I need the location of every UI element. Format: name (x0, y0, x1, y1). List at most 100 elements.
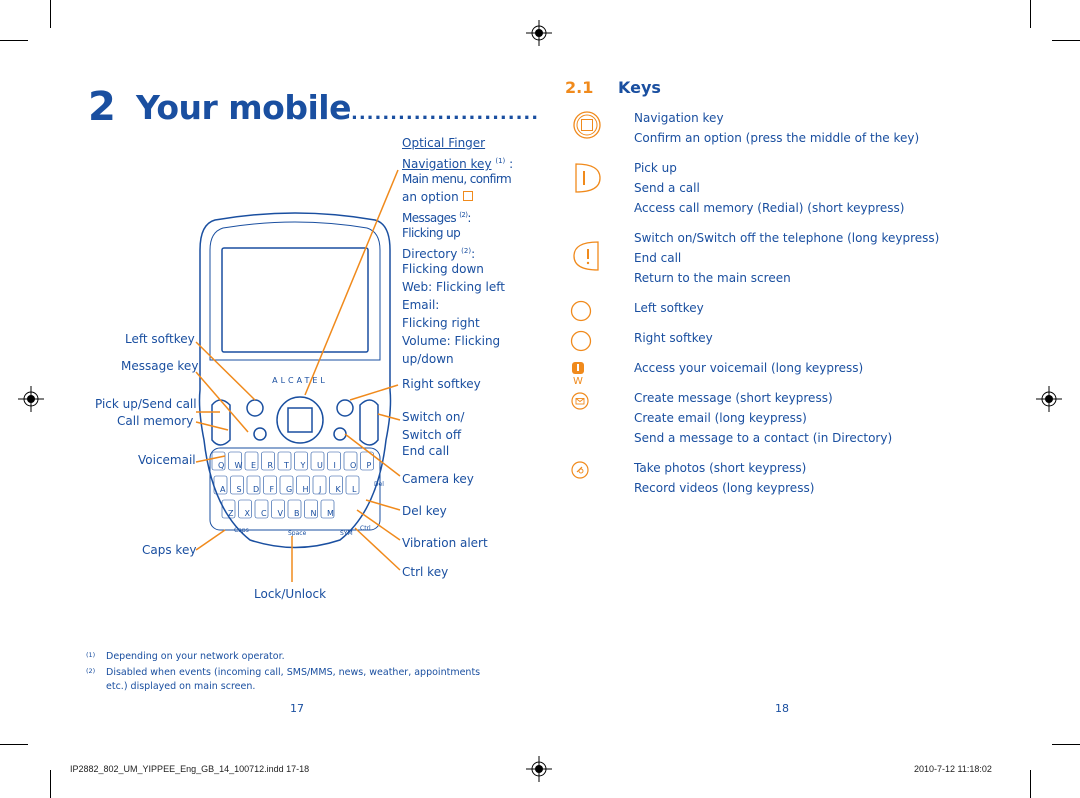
page-number-left: 17 (290, 702, 304, 715)
keyboard-key (261, 451, 275, 471)
keyboard-special-label: Space (288, 530, 307, 537)
keyboard-key-letter: C (261, 509, 267, 518)
keyboard-special-label: Caps (234, 527, 249, 534)
keyboard-key-letter: W (235, 461, 243, 470)
camera-key-icon (571, 461, 589, 479)
keyboard-key (211, 451, 226, 471)
callout-vibration-alert: Vibration alert (402, 536, 488, 550)
callout-volume: Volume: Flicking (402, 334, 501, 348)
key-right-softkey-line: Right softkey (634, 331, 713, 345)
voicemail-key-icon (572, 362, 584, 374)
callout-left-softkey: Left softkey (125, 332, 195, 346)
callout-messages-colon: : (467, 211, 471, 225)
chapter-title-text: Your mobile (136, 88, 351, 127)
keyboard-key-letter: I (334, 461, 336, 470)
callout-switch-off: Switch off (402, 428, 462, 442)
keyboard-key-letter: Y (300, 461, 306, 470)
chapter-number: 2 (88, 84, 116, 130)
key-endcall-line-2: End call (634, 251, 682, 265)
key-camera-line-1: Take photos (short keypress) (634, 461, 807, 475)
registration-mark-bottom-icon (526, 756, 552, 782)
keyboard-key-letter: P (367, 461, 372, 470)
callout-web: Web: Flicking left (402, 280, 505, 294)
keyboard-key (244, 451, 259, 471)
keyboard-key (320, 499, 335, 519)
navigation-key-icon (573, 111, 601, 139)
callout-end-call: End call (402, 444, 450, 458)
registration-mark-right-icon (1036, 386, 1062, 412)
callout-del-key: Del key (402, 504, 447, 518)
keyboard-key (238, 499, 252, 519)
keyboard-key-letter: T (283, 461, 289, 470)
keyboard-key-letter: L (352, 485, 357, 494)
keyboard-key-letter: K (336, 485, 342, 494)
keyboard-key-letter: D (253, 485, 259, 494)
callout-voicemail: Voicemail (138, 453, 196, 467)
callout-pick-up-send-call: Pick up/Send call (95, 397, 197, 411)
keyboard-key-letter: X (245, 509, 251, 518)
callout-updown: up/down (402, 352, 454, 366)
key-endcall-line-1: Switch on/Switch off the telephone (long… (634, 231, 940, 245)
key-pickup-line-3: Access call memory (Redial) (short keypr… (634, 201, 905, 215)
key-message-line-1: Create message (short keypress) (634, 391, 833, 405)
keyboard-key (329, 475, 343, 495)
callout-messages: Messages (2): (402, 206, 472, 227)
keyboard-key (294, 451, 308, 471)
registration-mark-left-icon (18, 386, 44, 412)
keyboard-special-label: Ctrl (360, 525, 371, 532)
voicemail-key-letter: W (573, 376, 583, 387)
callout-flicking-up: Flicking up (402, 226, 461, 240)
callout-switch-on: Switch on/ (402, 410, 465, 424)
callout-caps-key: Caps key (142, 543, 197, 557)
callout-directory-colon: : (471, 247, 476, 261)
callout-directory: Directory (2): (402, 242, 475, 263)
phone-brand: ALCATEL (272, 376, 328, 385)
callout-an-option-text: an option (402, 190, 459, 204)
callout-camera-key: Camera key (402, 472, 474, 486)
callout-navigation-key-colon: : (509, 157, 514, 171)
keyboard-key (263, 475, 277, 495)
keyboard-key-letter: B (294, 509, 300, 518)
footnote-ref-1: (1) (495, 157, 506, 165)
key-voicemail-line: Access your voicemail (long keypress) (634, 361, 864, 375)
footnote-2-mark: (2) (86, 667, 96, 675)
callout-email: Email: (402, 298, 440, 312)
key-nav-line-2: Confirm an option (press the middle of t… (634, 131, 920, 145)
keyboard-key-letter: Z (228, 509, 234, 518)
callout-lock-unlock: Lock/Unlock (254, 587, 327, 601)
key-message-line-3: Send a message to a contact (in Director… (634, 431, 893, 445)
callout-navigation-key: Navigation key (1) : (402, 152, 513, 173)
keyboard-key-letter: E (251, 461, 256, 470)
keyboard-key-letter: A (220, 485, 226, 494)
keyboard-key (310, 451, 325, 471)
keyboard-special-label: SYM (340, 530, 353, 537)
keyboard-key (254, 499, 269, 519)
slug-filename: IP2882_802_UM_YIPPEE_Eng_GB_14_100712.in… (70, 764, 310, 774)
keyboard-key (296, 475, 310, 495)
section-number: 2.1 (565, 78, 594, 97)
key-endcall-line-3: Return to the main screen (634, 271, 791, 285)
keyboard-key (246, 475, 261, 495)
footnote-1-mark: (1) (86, 651, 96, 659)
footnote-2-text-cont: etc.) displayed on main screen. (106, 681, 256, 692)
key-pickup-line-1: Pick up (634, 161, 677, 175)
callout-call-memory: Call memory (117, 414, 194, 428)
page-number-right: 18 (775, 702, 789, 715)
footnote-ref-2: (2) (459, 211, 468, 219)
keyboard-key (312, 475, 327, 495)
key-message-line-2: Create email (long keypress) (634, 411, 807, 425)
callout-navigation-key-text: Navigation key (402, 157, 492, 171)
keyboard-key (230, 475, 244, 495)
callout-main-menu: Main menu, confirm (402, 172, 512, 186)
keyboard-key (221, 499, 236, 519)
keyboard-special-label: Del (374, 481, 384, 488)
callout-flicking-down: Flicking down (402, 262, 484, 276)
registration-mark-top-icon (526, 20, 552, 46)
key-pickup-line-2: Send a call (634, 181, 700, 195)
keyboard-key (360, 451, 374, 471)
keyboard-key-letter: H (303, 485, 309, 494)
footnote-2-text: Disabled when events (incoming call, SMS… (106, 667, 481, 678)
